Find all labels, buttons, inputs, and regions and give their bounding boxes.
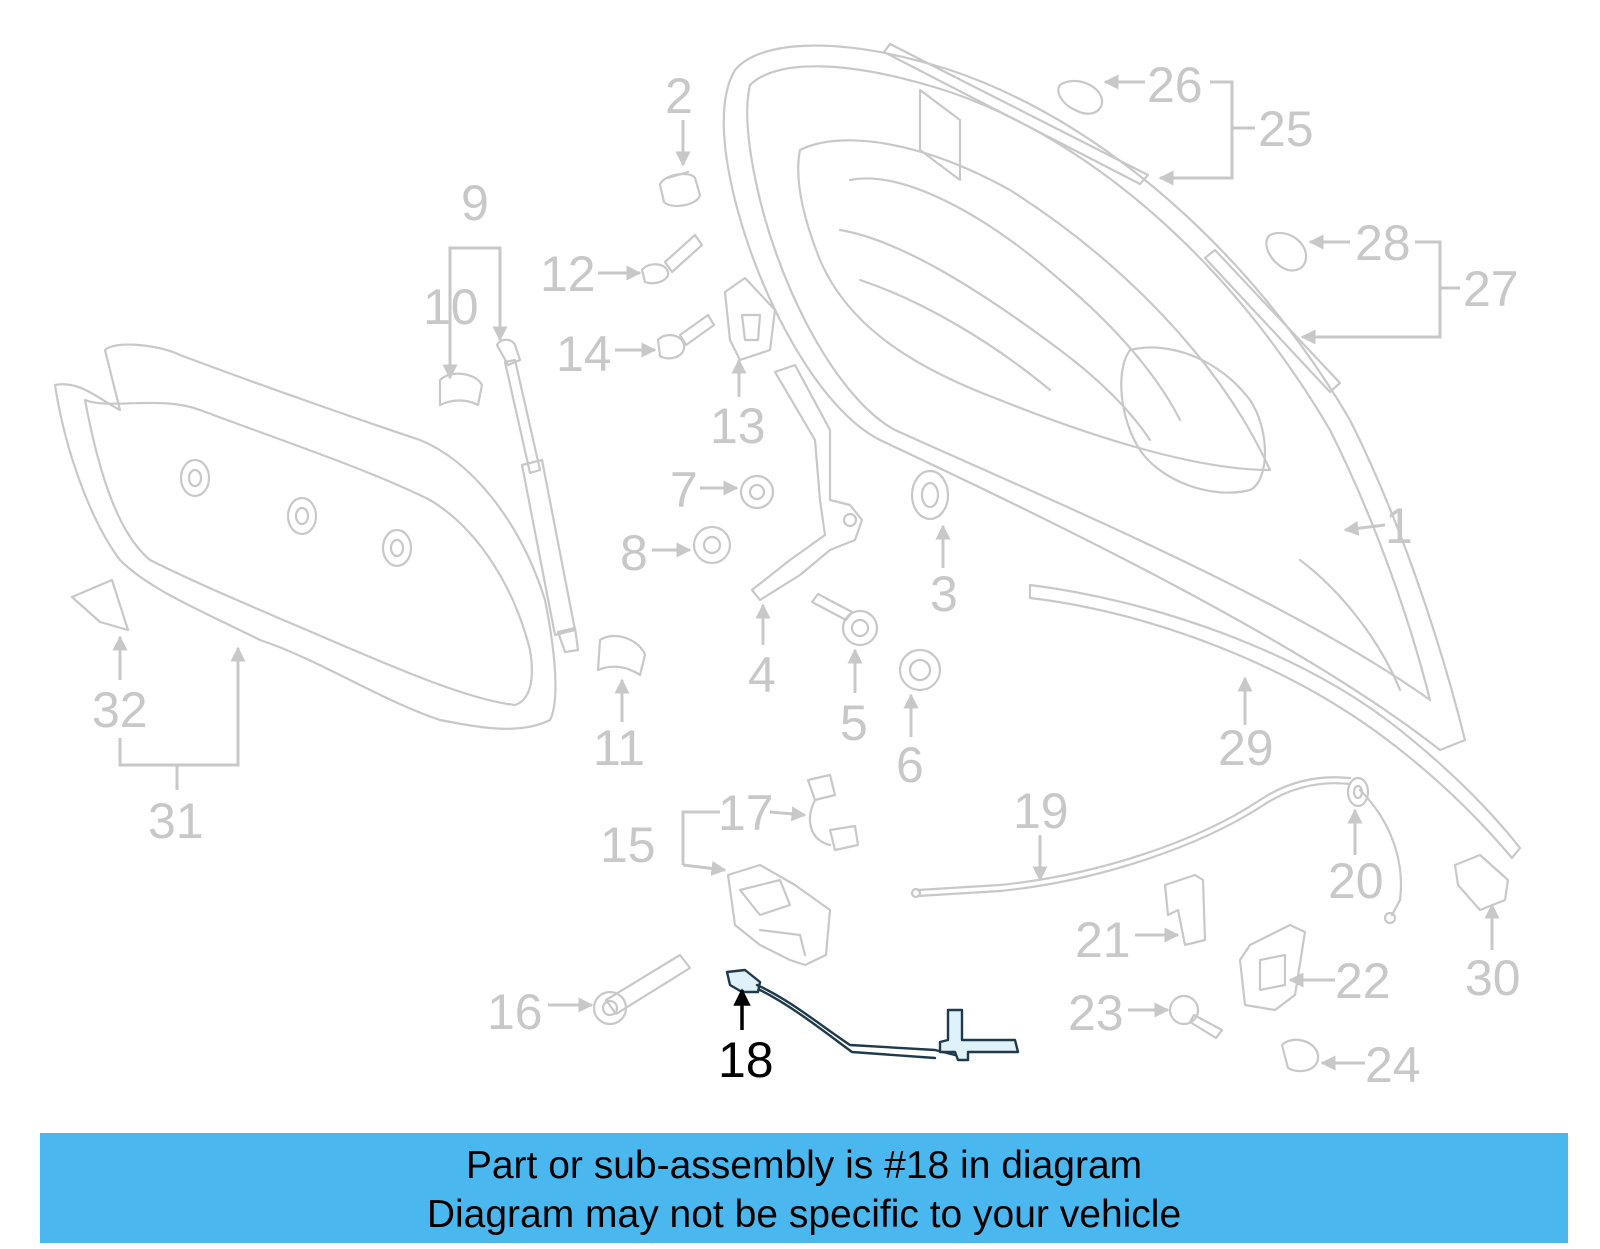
callout-18: 18 bbox=[718, 1032, 774, 1088]
callout-7: 7 bbox=[670, 462, 698, 518]
callout-6: 6 bbox=[896, 737, 924, 793]
banner-line-2: Diagram may not be specific to your vehi… bbox=[426, 1193, 1182, 1236]
release-cable-part-18[interactable] bbox=[725, 968, 1020, 1062]
latch-bolt-16 bbox=[592, 953, 692, 1026]
bumper-30 bbox=[1453, 853, 1510, 912]
callout-10: 10 bbox=[423, 279, 479, 335]
hood-hinge bbox=[750, 363, 864, 602]
callout-25: 25 bbox=[1258, 101, 1314, 157]
callout-5: 5 bbox=[840, 695, 868, 751]
callout-16: 16 bbox=[487, 984, 543, 1040]
grommet-3 bbox=[910, 469, 950, 521]
callout-24: 24 bbox=[1365, 1037, 1421, 1093]
callout-30: 30 bbox=[1465, 950, 1521, 1006]
callout-31: 31 bbox=[148, 793, 204, 849]
callout-17: 17 bbox=[718, 785, 774, 841]
nut-8 bbox=[692, 525, 732, 565]
hood-weatherstrip-lower bbox=[1028, 583, 1522, 860]
bracket-21 bbox=[1163, 873, 1207, 947]
strut-clip-10 bbox=[438, 372, 484, 407]
bumper-6 bbox=[898, 648, 942, 692]
latch-switch-17 bbox=[806, 773, 860, 852]
callout-32: 32 bbox=[92, 682, 148, 738]
hood-latch bbox=[726, 863, 832, 967]
hood-seal-strip-upper bbox=[882, 42, 1150, 186]
callout-9: 9 bbox=[461, 175, 489, 231]
callout-27: 27 bbox=[1463, 261, 1519, 317]
callout-2: 2 bbox=[665, 68, 693, 124]
banner-line-1: Part or sub-assembly is #18 in diagram bbox=[465, 1144, 1143, 1187]
callout-23: 23 bbox=[1068, 985, 1124, 1041]
clip-24 bbox=[1280, 1038, 1320, 1073]
callout-28: 28 bbox=[1355, 215, 1411, 271]
callout-11: 11 bbox=[593, 720, 645, 776]
release-cable-19 bbox=[910, 776, 1402, 925]
leader-lines bbox=[112, 74, 1500, 1071]
strut-clip-11 bbox=[596, 634, 647, 677]
hood-panel bbox=[722, 44, 1467, 752]
hood-insulator-pad bbox=[53, 343, 557, 730]
callout-4: 4 bbox=[748, 647, 776, 703]
cable-grommet-20 bbox=[1346, 776, 1370, 808]
bracket-13 bbox=[723, 276, 777, 362]
adjuster-bolt-12 bbox=[640, 233, 704, 285]
callout-29: 29 bbox=[1218, 720, 1274, 776]
callout-1: 1 bbox=[1385, 498, 1413, 554]
screw-23 bbox=[1168, 994, 1224, 1040]
pad-clip bbox=[70, 578, 130, 632]
bumper-stop-2 bbox=[658, 170, 702, 208]
callout-21: 21 bbox=[1075, 912, 1131, 968]
callout-26: 26 bbox=[1147, 57, 1203, 113]
info-banner: Part or sub-assembly is #18 in diagram D… bbox=[40, 1133, 1568, 1243]
nut-7 bbox=[739, 474, 775, 510]
callout-labels: 1 2 3 4 5 6 7 8 9 10 11 12 13 14 15 16 1… bbox=[92, 57, 1521, 1093]
callout-15: 15 bbox=[600, 817, 656, 873]
bracket-22 bbox=[1238, 923, 1307, 1012]
bolt-5 bbox=[810, 592, 879, 647]
bolt-14 bbox=[656, 313, 716, 360]
callout-22: 22 bbox=[1335, 953, 1391, 1009]
callout-20: 20 bbox=[1328, 853, 1384, 909]
callout-3: 3 bbox=[930, 566, 958, 622]
hood-seal-strip-side bbox=[1203, 231, 1342, 394]
hood-lift-strut bbox=[495, 338, 580, 654]
callout-19: 19 bbox=[1013, 783, 1069, 839]
callout-8: 8 bbox=[620, 525, 648, 581]
callout-12: 12 bbox=[540, 246, 596, 302]
callout-14: 14 bbox=[556, 326, 612, 382]
callout-13: 13 bbox=[710, 398, 766, 454]
